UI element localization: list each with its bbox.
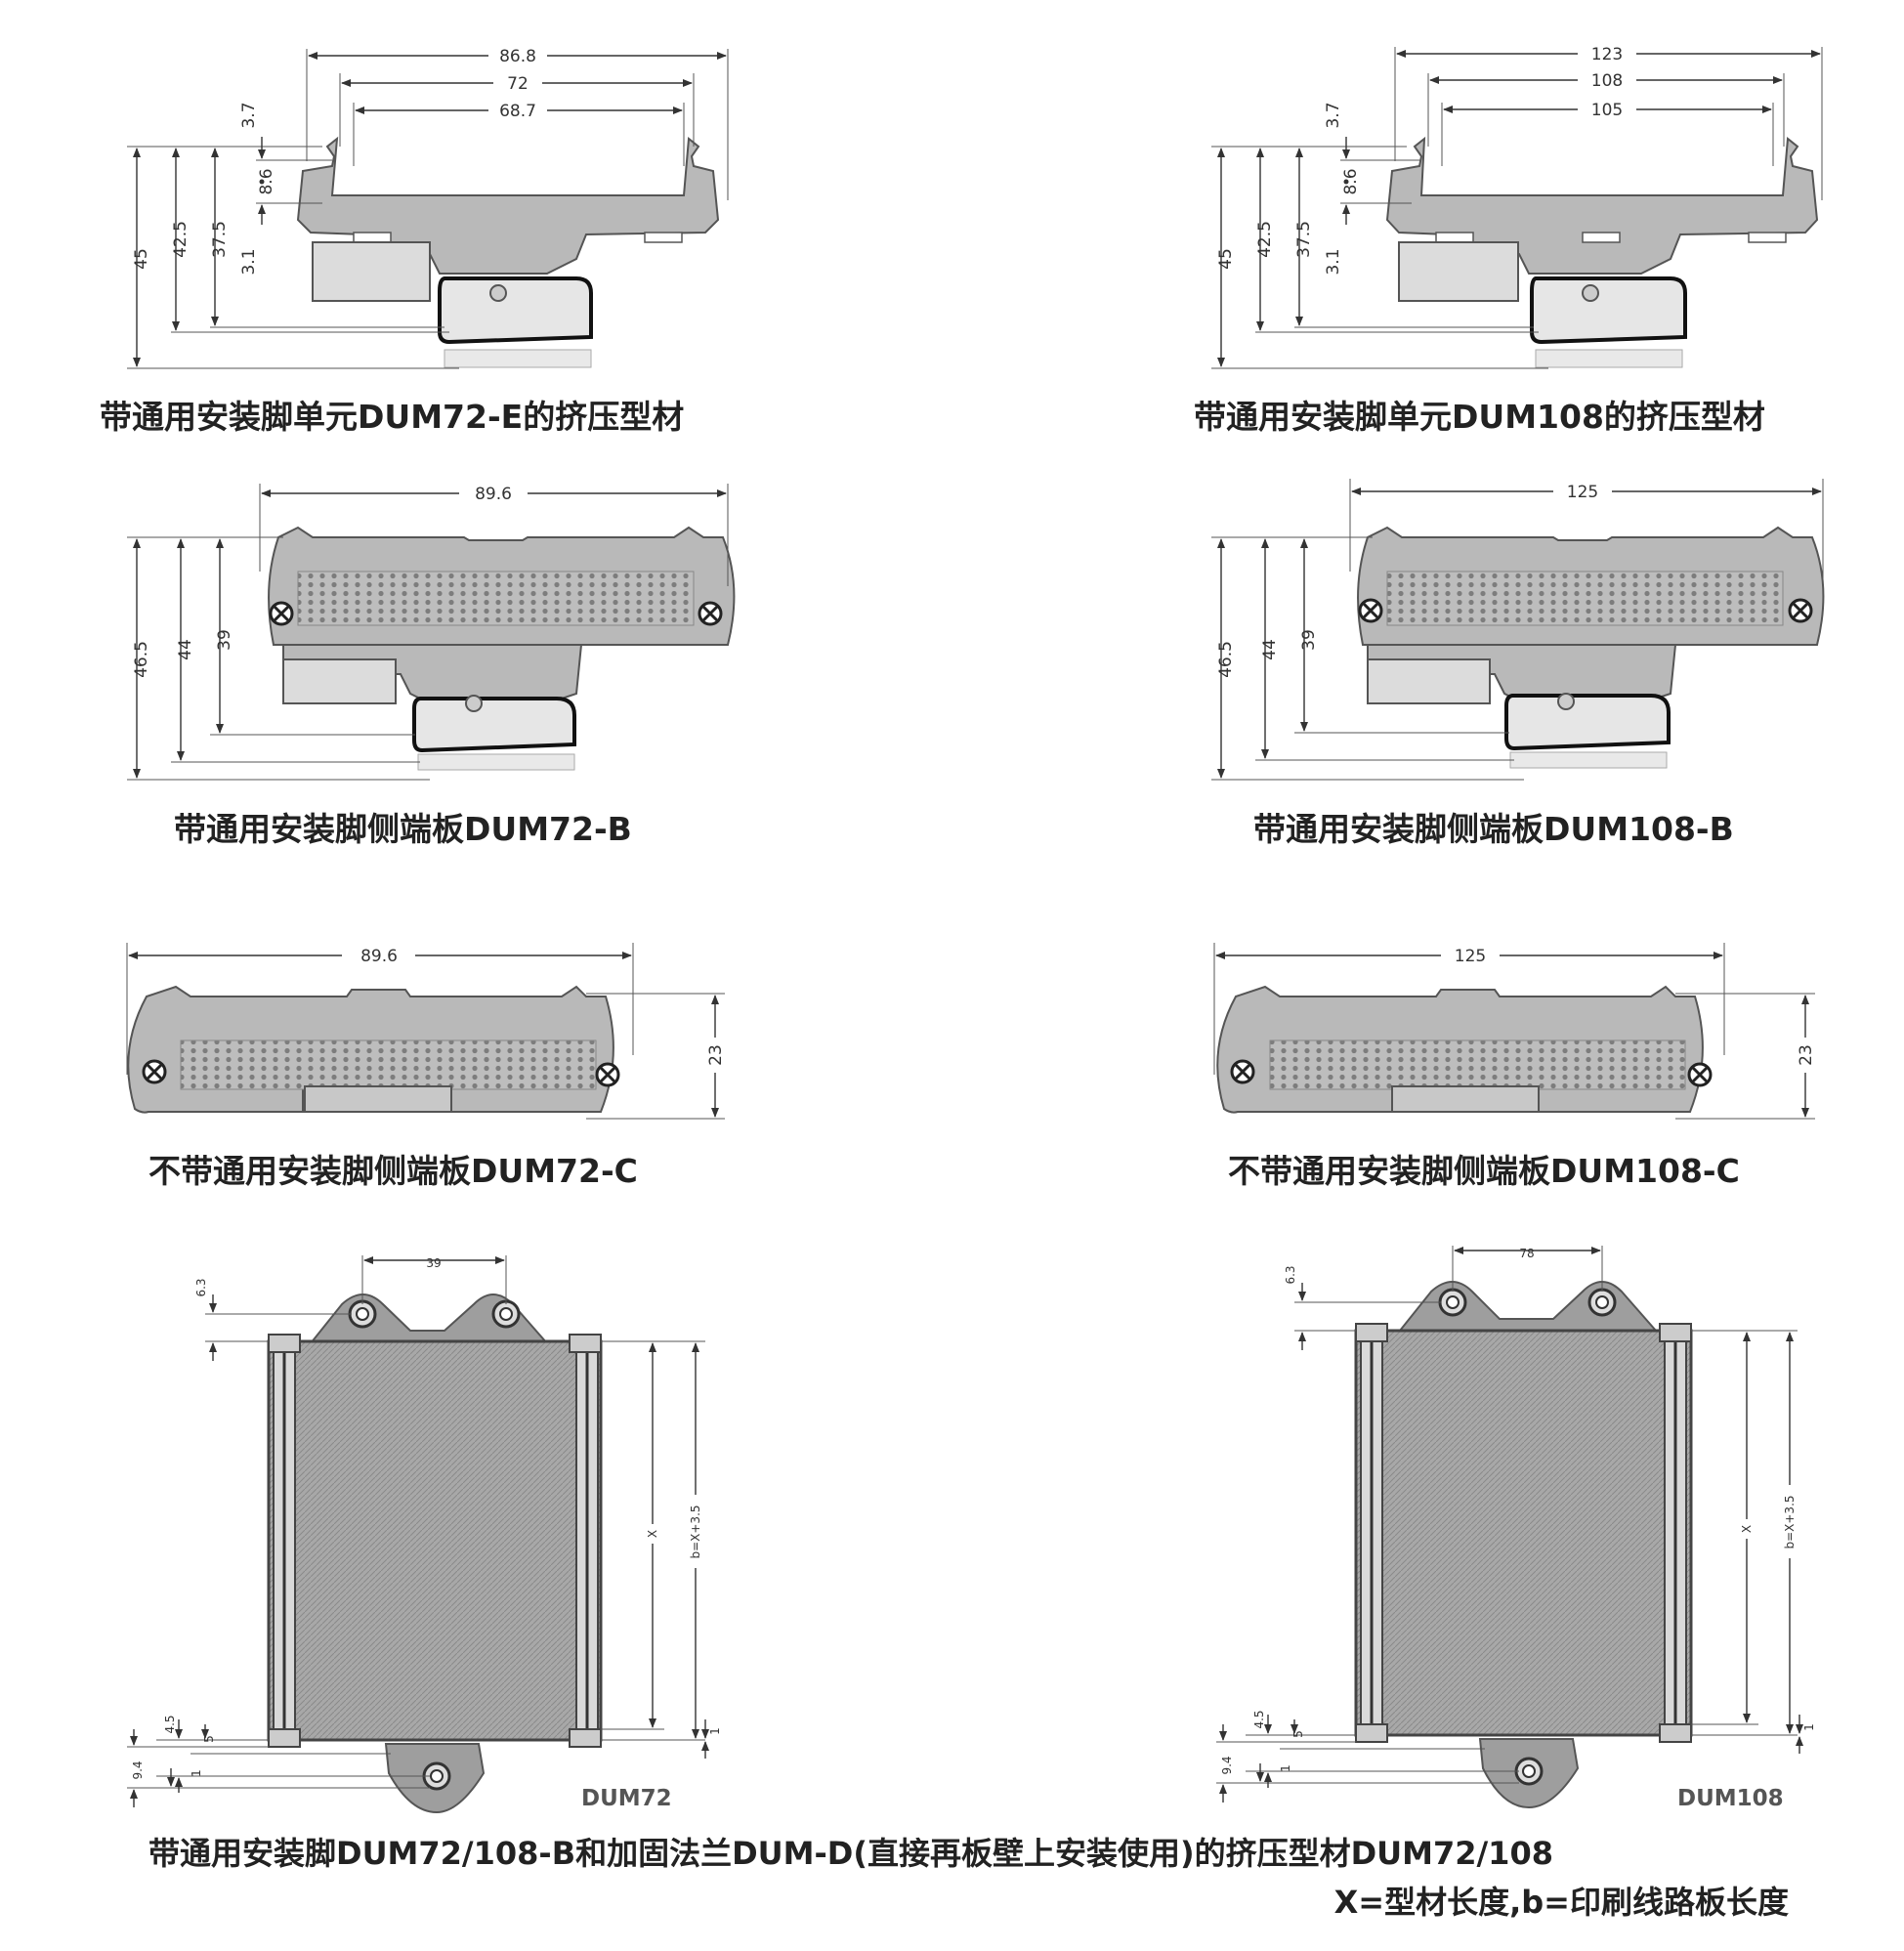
dims-p1: 86.8 72 68.7 45 42.5 37.5 3.7 8.6 3.1 (127, 46, 729, 369)
caption-bottom-line2: X=型材长度,b=印刷线路板长度 (1333, 1884, 1789, 1921)
dim-p7-b: b=X+3.5 (689, 1505, 702, 1558)
dim-p2-h2: 42.5 (1255, 221, 1275, 258)
endplate-dum72-c (127, 985, 620, 1114)
dims-p2: 123 108 105 45 42.5 37.5 3.7 8.6 3.1 (1211, 44, 1823, 369)
caption-dum72-b: 带通用安装脚侧端板DUM72-B (174, 810, 632, 848)
profile-dum72-e (296, 136, 720, 368)
dim-p8-b: b=X+3.5 (1783, 1495, 1797, 1548)
dims-p4: 125 46.5 44 39 (1211, 479, 1824, 781)
topview-dum72 (267, 1294, 603, 1814)
dim-p7-1a: 1 (190, 1769, 203, 1777)
dim-p8-1a: 1 (1279, 1764, 1292, 1772)
dim-p2-h1: 45 (1216, 248, 1236, 270)
dim-p7-94: 9.4 (131, 1760, 145, 1779)
dim-p7-pitch: 39 (426, 1256, 441, 1270)
dim-p2-h3: 37.5 (1294, 221, 1314, 258)
dim-p4-h2: 44 (1260, 639, 1280, 660)
dim-p7-1b: 1 (708, 1727, 722, 1735)
dim-p6-h: 23 (1797, 1044, 1816, 1066)
dims-p7: 39 6.3 X b=X+3.5 1 4.5 5 9.4 1 (127, 1255, 722, 1807)
dim-p4-h1: 46.5 (1216, 641, 1236, 678)
dim-p5-w: 89.6 (360, 947, 398, 966)
dim-p2-t1: 3.7 (1324, 102, 1343, 128)
dim-p1-h3: 37.5 (210, 221, 230, 258)
dim-p1-t3: 3.1 (239, 248, 259, 275)
dim-p1-w3: 68.7 (499, 102, 536, 121)
caption-bottom-line1: 带通用安装脚DUM72/108-B和加固法兰DUM-D(直接再板壁上安装使用)的… (148, 1835, 1553, 1872)
dim-p7-5: 5 (202, 1735, 216, 1743)
profile-dum108 (1385, 136, 1819, 368)
dim-p5-h: 23 (706, 1044, 726, 1066)
dim-p3-h1: 46.5 (132, 641, 151, 678)
dim-p3-h2: 44 (176, 639, 195, 660)
dim-p2-t2: 8.6 (1341, 168, 1361, 194)
dim-p7-45: 4.5 (163, 1715, 177, 1733)
dim-p2-t3: 3.1 (1324, 248, 1343, 275)
caption-dum72-c: 不带通用安装脚侧端板DUM72-C (148, 1152, 638, 1190)
caption-dum108: 带通用安装脚单元DUM108的挤压型材 (1194, 398, 1765, 436)
dim-p1-h2: 42.5 (171, 221, 190, 258)
caption-dum108-b: 带通用安装脚侧端板DUM108-B (1253, 810, 1734, 848)
dim-p4-w: 125 (1567, 483, 1598, 502)
dim-p8-x: X (1740, 1525, 1754, 1533)
dim-p2-w3: 105 (1591, 101, 1623, 120)
dim-p8-5: 5 (1291, 1730, 1305, 1738)
dim-p7-x: X (646, 1530, 659, 1538)
dims-p8: 78 6.3 X b=X+3.5 1 4.5 5 9.4 1 (1216, 1246, 1816, 1803)
dim-p8-top: 6.3 (1284, 1265, 1297, 1284)
dim-p4-h3: 39 (1299, 629, 1319, 651)
caption-dum108-c: 不带通用安装脚侧端板DUM108-C (1228, 1152, 1740, 1190)
topview-dum108 (1354, 1281, 1693, 1809)
dim-p8-1b: 1 (1802, 1723, 1816, 1731)
endplate-dum72-b (268, 526, 736, 771)
dim-p1-w1: 86.8 (499, 47, 536, 66)
endplate-dum108-c (1216, 985, 1713, 1114)
dim-p8-pitch: 78 (1519, 1247, 1534, 1260)
dims-p5: 89.6 23 (126, 943, 727, 1120)
dim-p3-h3: 39 (215, 629, 234, 651)
dim-p8-94: 9.4 (1220, 1756, 1234, 1774)
model-label-right: DUM108 (1677, 1786, 1784, 1811)
dim-p3-w: 89.6 (475, 485, 512, 504)
dim-p8-45: 4.5 (1252, 1710, 1266, 1728)
dims-p3: 89.6 46.5 44 39 (127, 484, 729, 781)
caption-dum72-e: 带通用安装脚单元DUM72-E的挤压型材 (100, 398, 685, 436)
dim-p1-w2: 72 (507, 74, 529, 94)
dim-p2-w1: 123 (1591, 45, 1623, 64)
dims-p6: 125 23 (1213, 943, 1817, 1120)
model-label-left: DUM72 (581, 1786, 672, 1811)
dim-p6-w: 125 (1455, 947, 1486, 966)
dim-p2-w2: 108 (1591, 71, 1623, 91)
dim-p1-h1: 45 (132, 248, 151, 270)
endplate-dum108-b (1357, 526, 1825, 769)
dim-p1-t2: 8.6 (257, 168, 276, 194)
dim-p1-t1: 3.7 (239, 102, 259, 128)
dim-p7-top: 6.3 (194, 1278, 208, 1296)
